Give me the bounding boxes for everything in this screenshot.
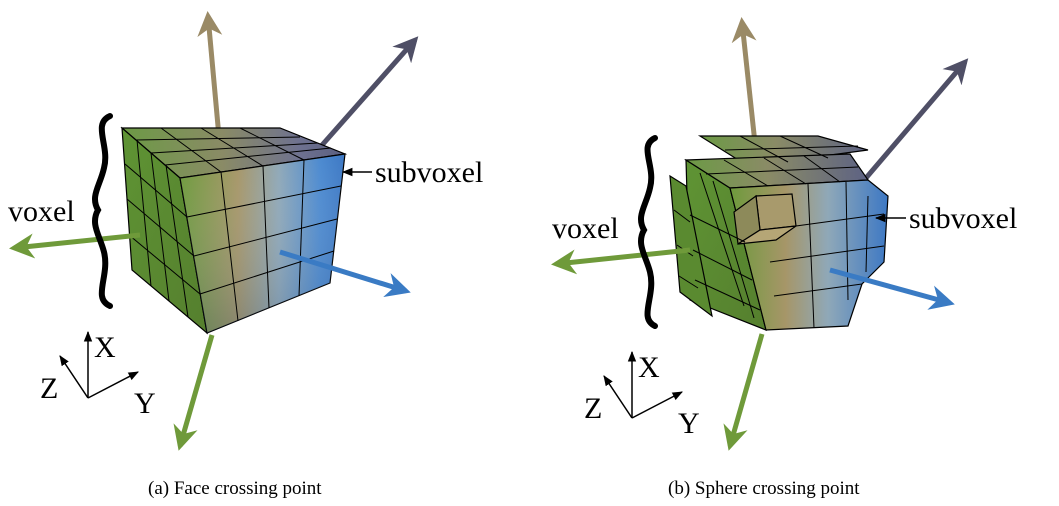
voxel-cube-a xyxy=(120,126,348,335)
axis-y-label-a: Y xyxy=(134,387,156,420)
figure-a: voxel subvoxel X Z Y xyxy=(8,11,483,451)
axis-y-label-b: Y xyxy=(678,407,700,440)
brace-b xyxy=(638,135,658,329)
brace-a xyxy=(92,113,113,309)
arrow-left-a xyxy=(9,232,141,259)
arrow-down-a xyxy=(173,334,215,451)
arrow-diagonal-b xyxy=(858,58,969,187)
axis-z-label-a: Z xyxy=(40,372,58,405)
arrow-left-b xyxy=(551,247,691,275)
voxel-label-b: voxel xyxy=(552,212,619,245)
subvoxel-label-a: subvoxel xyxy=(375,156,483,189)
voxel-label-a: voxel xyxy=(8,195,75,228)
subvoxel-label-b: subvoxel xyxy=(909,202,1017,235)
axis-x-label-a: X xyxy=(94,331,116,364)
arrow-right-b xyxy=(829,267,955,310)
caption-a: (a) Face crossing point xyxy=(148,478,322,499)
figure-b: voxel subvoxel X Z Y xyxy=(551,17,1017,451)
axis-z-label-b: Z xyxy=(584,392,602,425)
axis-x-label-b: X xyxy=(638,351,660,384)
caption-b: (b) Sphere crossing point xyxy=(668,478,860,499)
voxel-sphere-b xyxy=(669,135,889,331)
arrow-down-b xyxy=(723,333,765,451)
arrow-right-a xyxy=(279,249,411,298)
axes-gizmo-b xyxy=(603,350,683,419)
axes-gizmo-a xyxy=(59,330,139,399)
